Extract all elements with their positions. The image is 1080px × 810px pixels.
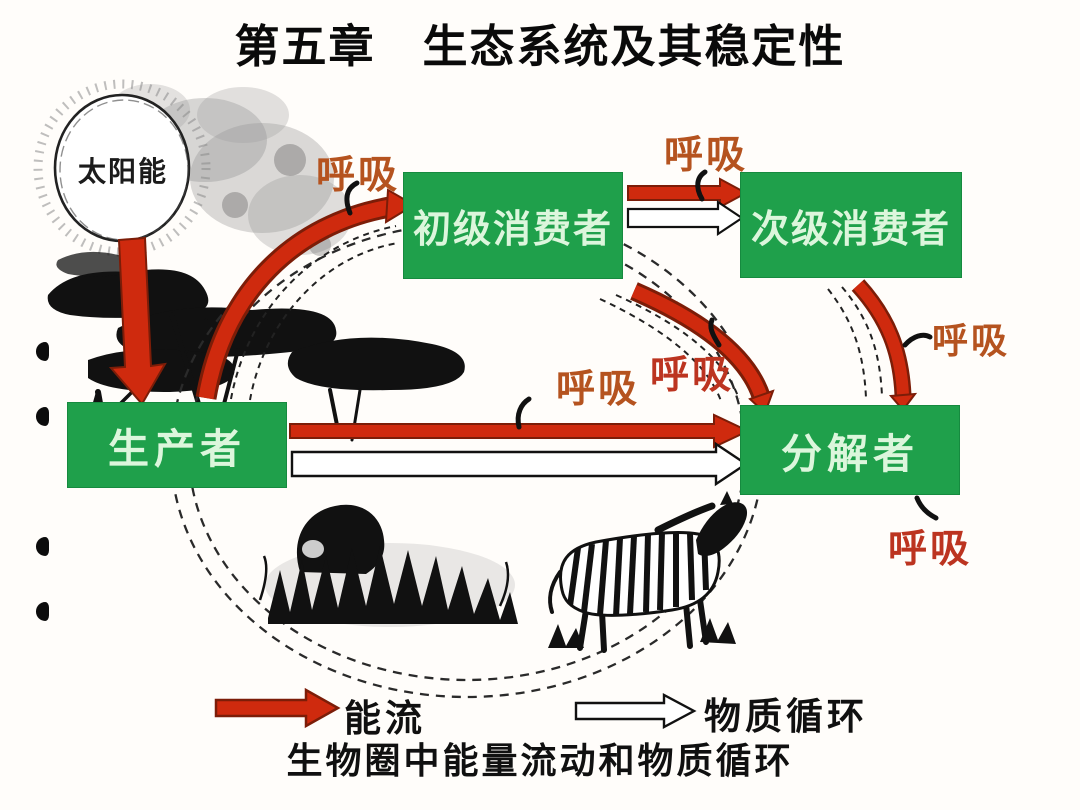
node-primary-consumer: 初级消费者 [403, 172, 623, 279]
node-decomposer: 分解者 [740, 405, 960, 495]
slide-bullet [36, 537, 49, 556]
lion-grass-sketch [258, 504, 518, 627]
matter-cycle-arcs [230, 225, 883, 402]
legend-arrows [214, 687, 697, 729]
breath-label-middle-right: 呼吸 [650, 354, 735, 397]
diagram-caption: 生物圈中能量流动和物质循环 [286, 740, 794, 781]
node-producer: 生产者 [67, 402, 287, 488]
breath-label-decomposer: 呼吸 [888, 528, 973, 571]
arrow-sun-to-producer [108, 236, 167, 406]
breath-tick-marks [344, 169, 939, 521]
legend-matter-cycle-label: 物质循环 [704, 696, 868, 737]
node-secondary-consumer: 次级消费者 [740, 172, 962, 278]
breath-label-primary-consumer: 呼吸 [664, 134, 749, 177]
sun-label: 太阳能 [77, 156, 168, 187]
matter-cycle-arrows [290, 199, 749, 487]
breath-label-middle-left: 呼吸 [556, 368, 641, 411]
slide-bullet [36, 602, 49, 621]
breath-label-producer: 呼吸 [316, 154, 401, 197]
energy-flow-arrows [108, 177, 918, 449]
legend-energy-arrow-icon [214, 687, 341, 729]
slide-bullet [36, 407, 49, 426]
zebra-sketch [548, 491, 748, 653]
legend-matter-arrow-icon [574, 693, 697, 729]
slide-bullet [36, 342, 49, 361]
breath-label-secondary-consumer: 呼吸 [932, 320, 1011, 361]
slide-title: 第五章 生态系统及其稳定性 [234, 21, 846, 72]
legend-energy-flow-label: 能流 [344, 698, 426, 739]
